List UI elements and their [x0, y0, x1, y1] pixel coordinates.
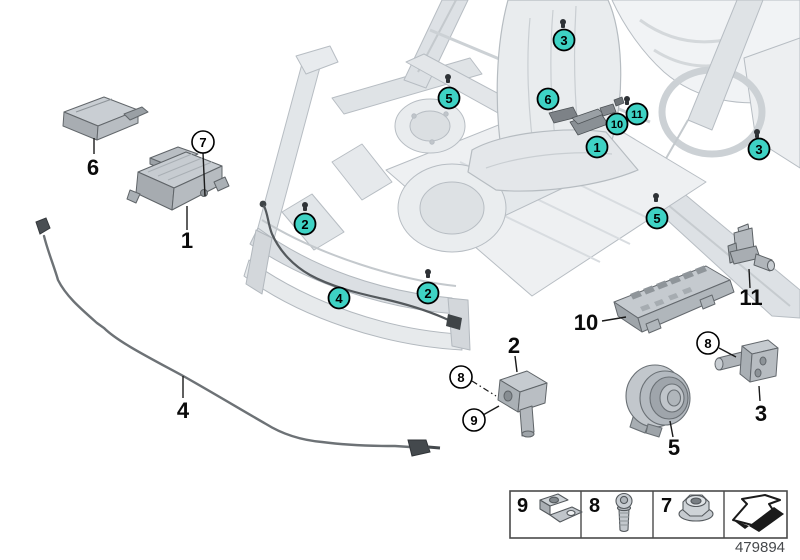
part-2-sensor [497, 370, 548, 438]
screw-icon [615, 492, 633, 533]
callout-label: 1 [593, 140, 600, 155]
nut-icon [678, 494, 714, 522]
mounted-parts [548, 96, 625, 136]
part-label-2[interactable]: 2 [508, 333, 520, 358]
ref-callout-9[interactable]: 9 [462, 408, 486, 432]
callout-label: 6 [544, 92, 551, 107]
ref-callout-8-center-label: 8 [457, 370, 464, 385]
callout-2-left-rail[interactable]: 2 [293, 212, 317, 236]
callout-4-bumper[interactable]: 4 [327, 286, 351, 310]
bumper-lower-rail [243, 259, 463, 351]
callout-label: 11 [631, 109, 643, 121]
fastener-dots [302, 19, 760, 278]
bracket-icon [539, 493, 583, 523]
ref-callout-8-right[interactable]: 8 [696, 331, 720, 355]
callout-label: 3 [755, 142, 762, 157]
callout-5-sill[interactable]: 5 [645, 206, 669, 230]
part-11-bracket [727, 223, 775, 272]
part-3-sensor [714, 339, 779, 383]
callout-3-seat-top[interactable]: 3 [552, 28, 576, 52]
callout-label: 3 [560, 33, 567, 48]
callout-label: 10 [611, 119, 623, 131]
drawing-number: 479894 [735, 539, 785, 556]
direction-arrow-icon [732, 494, 784, 532]
part-label-1[interactable]: 1 [181, 228, 193, 253]
part-label-5[interactable]: 5 [668, 435, 680, 460]
b-pillar [687, 0, 764, 131]
legend-item-7-label: 7 [661, 495, 672, 517]
legend-item-9-label: 9 [517, 495, 528, 517]
callout-label: 4 [335, 291, 343, 306]
callout-label: 5 [653, 211, 660, 226]
ref-callout-9-label: 9 [470, 413, 477, 428]
callout-label: 2 [424, 286, 431, 301]
bumper-sensor-tube [259, 200, 462, 330]
pointer-lines [93, 138, 761, 438]
ref-callout-8-center[interactable]: 8 [449, 365, 473, 389]
legend-item-8[interactable]: 8 [589, 492, 633, 533]
part-label-4[interactable]: 4 [177, 398, 190, 423]
reference-callouts: 7 8 9 8 [191, 130, 720, 432]
ref-callout-8-right-label: 8 [704, 336, 711, 351]
legend-item-9[interactable]: 9 [517, 493, 583, 523]
part-10-sill-unit [613, 265, 735, 334]
part-labels: 6 1 4 2 10 11 3 5 [87, 155, 767, 460]
callout-2-right-rail[interactable]: 2 [416, 281, 440, 305]
callout-3-bpillar[interactable]: 3 [747, 137, 771, 161]
callout-label: 2 [301, 217, 308, 232]
part-label-6[interactable]: 6 [87, 155, 99, 180]
part-label-3[interactable]: 3 [755, 401, 767, 426]
ref-callout-7[interactable]: 7 [191, 130, 215, 154]
callout-11-floor[interactable]: 11 [625, 102, 649, 126]
callout-1-floor[interactable]: 1 [585, 135, 609, 159]
hotspot-callouts: 3 5 6 11 10 1 3 5 [293, 28, 771, 310]
callout-5-cowl[interactable]: 5 [437, 86, 461, 110]
legend-item-8-label: 8 [589, 495, 600, 517]
callout-label: 5 [445, 91, 452, 106]
legend-box: 9 8 7 [509, 490, 788, 539]
part-4-sensor-cable [35, 217, 441, 457]
legend-item-7[interactable]: 7 [661, 494, 714, 522]
car-body-frame [252, 0, 800, 319]
part-6-control-module [62, 96, 149, 141]
callout-6-seat[interactable]: 6 [536, 87, 560, 111]
ref-callout-7-label: 7 [199, 135, 206, 150]
part-label-11[interactable]: 11 [739, 285, 762, 310]
part-label-10[interactable]: 10 [574, 310, 598, 335]
part-1-airbag-control-unit [126, 146, 230, 211]
part-5-round-sensor [625, 364, 691, 438]
callout-10-floor[interactable]: 10 [605, 112, 629, 136]
